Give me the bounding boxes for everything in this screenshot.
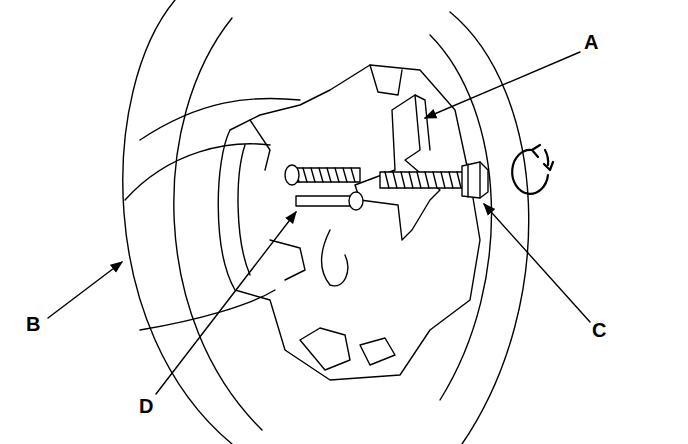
hub-boss [370, 65, 402, 95]
spoke [140, 98, 300, 140]
callout-letter: B [26, 314, 40, 334]
leader-line [156, 212, 296, 394]
callout-letter: D [139, 396, 153, 416]
connector [300, 328, 350, 370]
callout-letter: C [592, 320, 606, 340]
wheel-rim-inner [174, 18, 262, 430]
wheel-rim [123, 0, 232, 444]
center-bolt [380, 162, 488, 198]
hub-edge [238, 145, 250, 275]
leader-line [425, 52, 580, 118]
spoke [125, 144, 270, 200]
leader-line [484, 204, 590, 322]
callout-letter: A [584, 32, 598, 52]
rotation-arrow [512, 145, 553, 194]
puller-yoke-edge [415, 95, 430, 150]
connector [360, 338, 395, 365]
side-bolt [296, 192, 363, 210]
wire [322, 230, 348, 286]
wheel-rim-inner [430, 35, 491, 400]
wheel-rim [450, 12, 529, 444]
hub-housing [218, 65, 480, 380]
threaded-bolt [285, 165, 360, 185]
bracket [270, 240, 305, 280]
bracket [250, 120, 270, 170]
leader-line [48, 262, 122, 318]
